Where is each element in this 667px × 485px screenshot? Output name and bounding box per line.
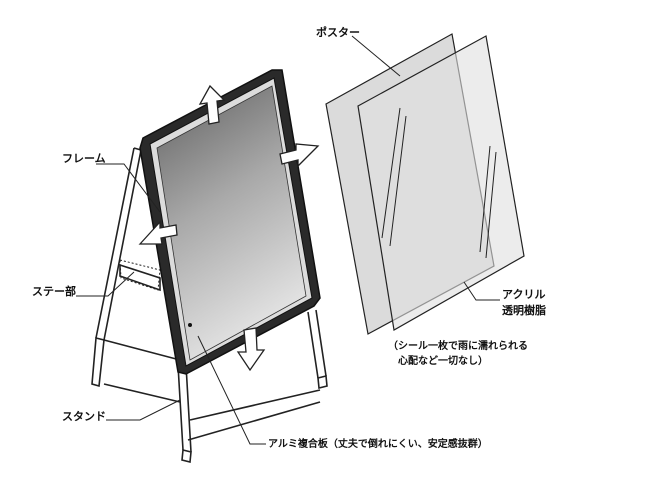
acrylic-note-line1: （シール一枚で雨に濡れられる: [388, 341, 528, 352]
acrylic-note-line2: 心配など一切なし）: [398, 356, 488, 367]
front-legs: [103, 309, 328, 464]
poster-label: ポスター: [316, 26, 360, 39]
arrow-up: [198, 84, 226, 125]
stay-hinge: [119, 259, 161, 291]
arrow-left: [138, 220, 178, 245]
aluminum-label: アルミ複合板（丈夫で倒れにくい、安定感抜群）: [268, 439, 488, 450]
front-frame: [139, 69, 321, 375]
acrylic-label-line1: アクリル: [502, 288, 546, 301]
stay-label: ステー部: [32, 285, 76, 298]
leader-lines: [76, 35, 500, 445]
stand-label: スタンド: [62, 410, 106, 423]
acrylic-sheet: [357, 35, 525, 331]
frame-label: フレーム: [62, 152, 106, 165]
arrow-right: [279, 143, 320, 168]
acrylic-label-line2: 透明樹脂: [502, 304, 546, 317]
arrow-down: [236, 327, 266, 372]
